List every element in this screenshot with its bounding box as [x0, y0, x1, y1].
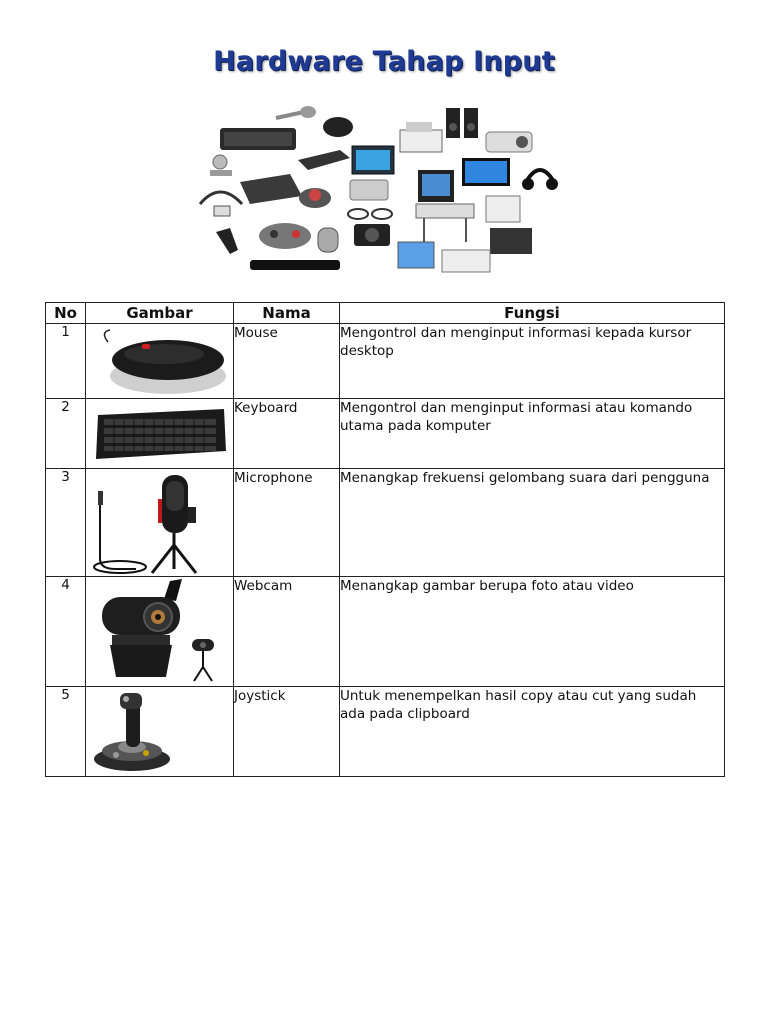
collage-webcam-icon [210, 154, 232, 176]
collage-laser-cutter-icon [397, 241, 435, 269]
row-image [85, 686, 234, 777]
collage-barcode-scanner-icon [216, 228, 238, 254]
row-no: 2 [45, 398, 86, 469]
collage-tablet-icon [240, 174, 302, 204]
row-fungsi: Mengontrol dan menginput informasi atau … [339, 398, 725, 469]
collage-camera-icon [354, 224, 390, 246]
collage-kinect-icon [250, 260, 340, 270]
row-image [85, 576, 234, 687]
header-gambar: Gambar [85, 302, 234, 324]
row-nama: Keyboard [233, 398, 340, 469]
collage-headset-icon [198, 190, 244, 206]
row-no: 4 [45, 576, 86, 687]
hardware-table: No Gambar Nama Fungsi 1 Mouse Mengontrol… [45, 302, 725, 777]
joystick-icon [94, 693, 170, 771]
row-fungsi: Untuk menempelkan hasil copy atau cut ya… [339, 686, 725, 777]
table-row: 2 [45, 398, 725, 469]
collage-scanner-icon [298, 150, 350, 170]
collage-3d-printer-icon [490, 228, 532, 254]
row-fungsi: Menangkap frekuensi gelombang suara dari… [339, 468, 725, 577]
collage-gamepad-icon [259, 223, 311, 249]
table-row: 3 Microp [45, 468, 725, 577]
collage-projector-icon [485, 131, 533, 153]
collage-mouse-icon [323, 117, 353, 137]
collage-trackball-icon [299, 188, 331, 208]
row-fungsi: Mengontrol dan menginput informasi kepad… [339, 323, 725, 399]
collage-embosser-icon [441, 249, 491, 273]
row-nama: Mouse [233, 323, 340, 399]
mouse-icon [103, 329, 226, 394]
header-nama: Nama [233, 302, 340, 324]
header-fungsi: Fungsi [339, 302, 725, 324]
table-row: 5 Joystick Untuk menempelkan hasil copy … [45, 686, 725, 777]
hardware-collage-image [198, 106, 558, 273]
page-title: Hardware Tahap Input [213, 46, 555, 77]
row-nama: Webcam [233, 576, 340, 687]
collage-glasses-icon [347, 208, 393, 220]
collage-monitor-icon [351, 145, 395, 175]
keyboard-icon [96, 409, 226, 459]
collage-printer-icon [399, 122, 443, 153]
collage-crt-monitor-icon [418, 170, 454, 202]
collage-plotter-icon [415, 203, 475, 242]
row-nama: Joystick [233, 686, 340, 777]
collage-keyboard-icon [220, 128, 296, 150]
row-image [85, 323, 234, 399]
collage-lcd-monitor-icon [462, 158, 510, 186]
table-row: 1 Mouse Mengontrol dan menginput informa… [45, 323, 725, 399]
collage-fingerprint-icon [317, 227, 339, 253]
row-nama: Microphone [233, 468, 340, 577]
row-fungsi: Menangkap gambar berupa foto atau video [339, 576, 725, 687]
row-no: 3 [45, 468, 86, 577]
row-image [85, 468, 234, 577]
row-no: 1 [45, 323, 86, 399]
webcam-icon [102, 579, 214, 682]
header-no: No [45, 302, 86, 324]
microphone-icon [93, 475, 198, 574]
collage-speakers-icon [446, 108, 478, 138]
table-header-row: No Gambar Nama Fungsi [45, 302, 725, 324]
row-no: 5 [45, 686, 86, 777]
collage-receipt-printer-icon [485, 195, 521, 223]
collage-microphone-icon [275, 106, 316, 120]
collage-fax-icon [349, 179, 389, 201]
table-row: 4 Webcam Mena [45, 576, 725, 687]
row-image [85, 398, 234, 469]
